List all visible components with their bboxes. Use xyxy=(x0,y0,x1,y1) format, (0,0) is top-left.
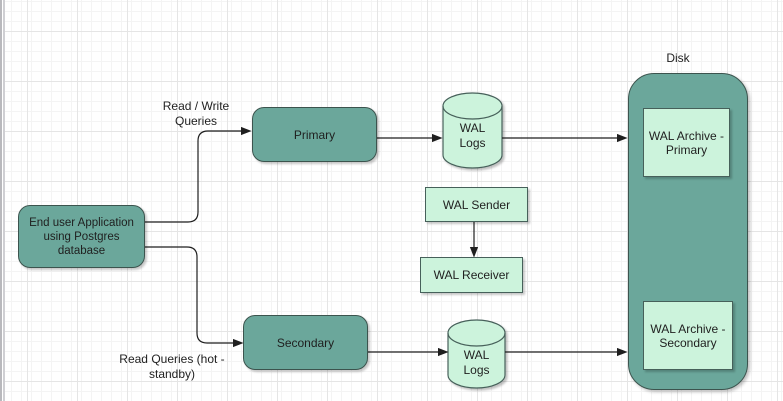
node-wal-archive-secondary-label: WAL Archive - Secondary xyxy=(650,321,726,350)
node-wal-receiver[interactable]: WAL Receiver xyxy=(420,257,523,293)
edge-enduser-to-secondary xyxy=(145,246,244,348)
node-wal-archive-primary[interactable]: WAL Archive - Primary xyxy=(643,108,730,177)
node-primary-label: Primary xyxy=(293,127,336,142)
node-wal-sender-label: WAL Sender xyxy=(442,197,511,212)
edge-label-read-queries-hot-standby: Read Queries (hot - standby) xyxy=(119,352,225,381)
edge-label-read-write-queries: Read / Write Queries xyxy=(162,99,230,128)
disk-group-label: Disk xyxy=(666,51,690,65)
node-wal-sender[interactable]: WAL Sender xyxy=(425,187,528,222)
node-wal-archive-primary-label: WAL Archive - Primary xyxy=(648,128,725,157)
node-end-user-application[interactable]: End user Application using Postgres data… xyxy=(18,205,145,268)
wal-logs-secondary-label: WAL Logs xyxy=(463,348,490,377)
node-wal-receiver-label: WAL Receiver xyxy=(433,268,510,282)
wal-logs-primary-label: WAL Logs xyxy=(459,121,486,150)
node-primary[interactable]: Primary xyxy=(252,107,377,162)
canvas-left-edge xyxy=(0,0,5,401)
node-end-user-application-label: End user Application using Postgres data… xyxy=(29,216,134,257)
wal-logs-primary-cylinder[interactable] xyxy=(442,92,503,169)
node-wal-archive-secondary[interactable]: WAL Archive - Secondary xyxy=(643,301,733,370)
node-secondary-label: Secondary xyxy=(276,335,335,350)
wal-logs-secondary-cylinder[interactable] xyxy=(447,319,506,389)
edge-enduser-to-primary xyxy=(145,126,252,223)
node-secondary[interactable]: Secondary xyxy=(243,315,368,370)
